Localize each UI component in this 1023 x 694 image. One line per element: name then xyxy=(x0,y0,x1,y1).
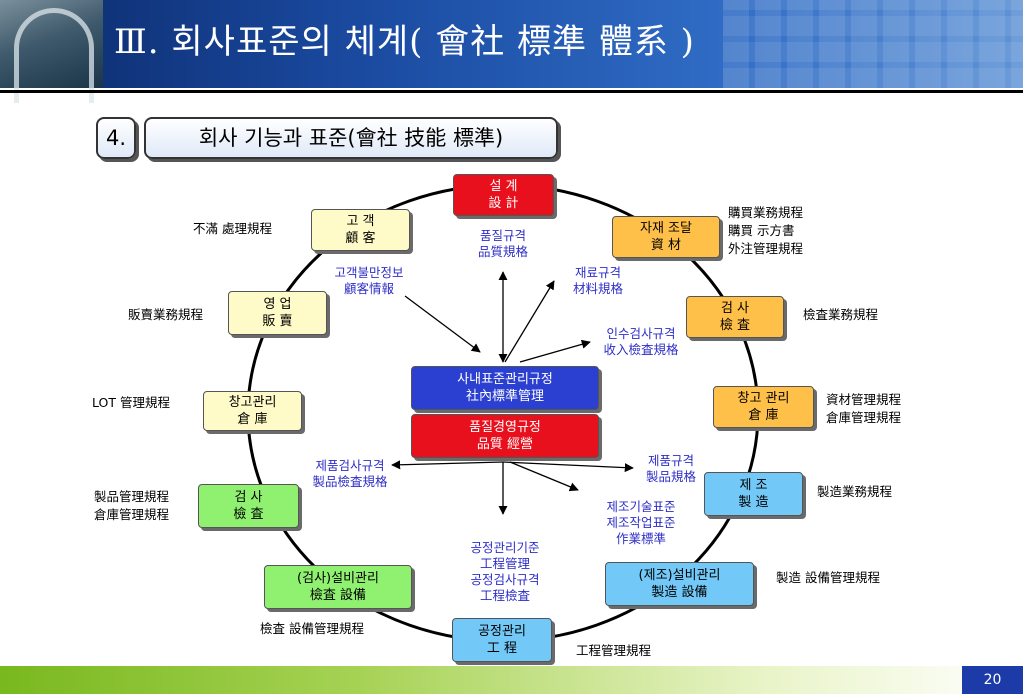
node-design-line1: 설 계 xyxy=(489,179,518,194)
label-complaint-info-2: 顧客情報 xyxy=(343,281,394,296)
node-material: 자재 조달 資 材 xyxy=(612,216,720,258)
node-design: 설 계 設 計 xyxy=(453,174,554,216)
label-receiving-spec-2: 收入檢査規格 xyxy=(603,342,679,357)
node-receiving-inspection-line2: 檢 査 xyxy=(719,318,751,333)
node-manufacturing-line1: 제 조 xyxy=(739,478,768,493)
node-center-standard: 사내표준관리규정 社內標準管理 xyxy=(411,366,599,410)
label-process-standard: 공정관리기준 工程管理 공정검사규격 工程檢査 xyxy=(452,540,558,604)
node-sales-line1: 영 업 xyxy=(263,297,292,312)
label-warehouse-2: 倉庫管理規程 xyxy=(826,410,902,425)
node-center-quality-line2: 品質 經營 xyxy=(476,437,534,452)
label-inspection-equipment-rule: 檢査 設備管理規程 xyxy=(260,621,364,636)
label-complaint-info-1: 고객불만정보 xyxy=(334,265,404,280)
arrow-mfg-std xyxy=(509,461,579,492)
node-process: 공정관리 工 程 xyxy=(452,618,552,662)
label-quality-spec: 품질규격 品質規格 xyxy=(465,228,541,260)
slide-header: Ⅲ. 회사표준의 체계( 會社 標準 體系 ) xyxy=(0,0,1023,103)
label-receiving-spec: 인수검사규격 收入檢査規格 xyxy=(588,326,694,358)
node-manufacturing: 제 조 製 造 xyxy=(704,472,803,516)
label-purchase-3: 外注管理規程 xyxy=(728,241,804,256)
node-warehouse-left: 창고관리 倉 庫 xyxy=(203,391,302,431)
label-mfg-standard: 제조기술표준 제조작업표준 作業標準 xyxy=(588,499,694,547)
label-mfg-standard-1: 제조기술표준 xyxy=(606,499,676,514)
label-quality-spec-1: 품질규격 xyxy=(479,228,526,243)
node-receiving-inspection-line1: 검 사 xyxy=(720,301,750,316)
node-center-standard-line1: 사내표준관리규정 xyxy=(457,372,553,387)
node-warehouse-left-line2: 倉 庫 xyxy=(237,412,268,427)
node-process-line2: 工 程 xyxy=(486,641,518,656)
node-manufacturing-equipment: (제조)설비관리 製造 設備 xyxy=(605,562,754,606)
keyboard-photo xyxy=(723,0,1023,88)
node-customer: 고 객 顧 客 xyxy=(311,209,410,251)
label-product-spec: 제품규격 製品規格 xyxy=(633,453,709,485)
node-process-line1: 공정관리 xyxy=(478,624,526,639)
node-inspection-equipment: (검사)설비관리 檢査 設備 xyxy=(264,565,412,609)
node-center-quality: 품질경영규정 品質 經營 xyxy=(411,414,599,458)
header-rule xyxy=(0,90,1023,93)
label-product-inspection-2: 製品檢査規格 xyxy=(312,474,388,489)
label-product-inspection: 제품검사규격 製品檢査規格 xyxy=(298,458,402,490)
label-mfg-standard-3: 作業標準 xyxy=(615,531,666,546)
label-material-spec: 재료규격 材料規格 xyxy=(560,265,636,297)
node-design-line2: 設 計 xyxy=(488,196,519,211)
arch-photo xyxy=(0,0,103,103)
node-manufacturing-line2: 製 造 xyxy=(738,495,769,510)
node-center-standard-line2: 社內標準管理 xyxy=(465,389,544,404)
label-warehouse-1: 資材管理規程 xyxy=(826,392,902,407)
footer-bar xyxy=(0,666,1023,694)
label-receiving-spec-1: 인수검사규격 xyxy=(606,326,676,341)
node-warehouse-right: 창고 관리 倉 庫 xyxy=(713,386,814,428)
label-product-spec-2: 製品規格 xyxy=(645,469,696,484)
label-process-rule: 工程管理規程 xyxy=(576,643,652,658)
node-manufacturing-equipment-line2: 製造 設備 xyxy=(651,585,708,600)
label-process-standard-2: 工程管理 xyxy=(479,556,530,571)
node-inspection-left-line1: 검 사 xyxy=(234,490,263,505)
node-warehouse-left-line1: 창고관리 xyxy=(228,395,277,410)
slide-title: Ⅲ. 회사표준의 체계( 會社 標準 體系 ) xyxy=(114,22,695,62)
label-mfg-standard-2: 제조작업표준 xyxy=(606,515,676,530)
label-complaint-info: 고객불만정보 顧客情報 xyxy=(316,265,422,297)
node-material-line1: 자재 조달 xyxy=(640,221,692,236)
arrow-material-spec xyxy=(504,280,555,363)
label-manufacturing-equipment-rule: 製造 設備管理規程 xyxy=(776,570,880,585)
node-warehouse-right-line1: 창고 관리 xyxy=(737,391,790,406)
label-product-1: 製品管理規程 xyxy=(94,489,170,504)
node-warehouse-right-line2: 倉 庫 xyxy=(748,408,779,423)
label-lot-rule: LOT 管理規程 xyxy=(92,395,170,410)
node-inspection-left: 검 사 檢 査 xyxy=(198,484,299,528)
label-purchase-2: 購買 示方書 xyxy=(728,223,795,238)
section-number: 4. xyxy=(96,117,136,159)
label-sales-rule: 販賣業務規程 xyxy=(128,307,204,322)
section-title: 회사 기능과 표준(會社 技能 標準) xyxy=(144,117,558,159)
arrow-receiving-spec xyxy=(519,339,591,363)
label-material-spec-2: 材料規格 xyxy=(572,281,623,296)
label-manufacturing-rule: 製造業務規程 xyxy=(817,484,893,499)
node-receiving-inspection: 검 사 檢 査 xyxy=(686,296,784,338)
label-purchase-1: 購買業務規程 xyxy=(728,205,804,220)
node-manufacturing-equipment-line1: (제조)설비관리 xyxy=(638,568,721,583)
node-customer-line2: 顧 客 xyxy=(345,231,376,246)
node-center-quality-line1: 품질경영규정 xyxy=(469,420,541,435)
label-complaint-rule: 不滿 處理規程 xyxy=(193,221,272,236)
node-sales-line2: 販 賣 xyxy=(262,314,293,329)
label-product-inspection-1: 제품검사규격 xyxy=(315,458,385,473)
label-product-spec-1: 제품규격 xyxy=(647,453,694,468)
node-inspection-equipment-line2: 檢査 設備 xyxy=(309,588,367,603)
page-number: 20 xyxy=(962,666,1023,694)
label-material-spec-1: 재료규격 xyxy=(574,265,621,280)
label-process-standard-3: 공정검사규격 xyxy=(470,572,540,587)
label-quality-spec-2: 品質規格 xyxy=(477,244,528,259)
label-process-standard-4: 工程檢査 xyxy=(479,588,530,603)
arrow-complaint xyxy=(404,295,481,353)
node-inspection-left-line2: 檢 査 xyxy=(233,507,264,522)
label-process-standard-1: 공정관리기준 xyxy=(470,540,540,555)
node-material-line2: 資 材 xyxy=(650,238,682,253)
node-inspection-equipment-line1: (검사)설비관리 xyxy=(297,571,379,586)
label-product-2: 倉庫管理規程 xyxy=(94,507,170,522)
label-receiving-rule: 檢査業務規程 xyxy=(803,307,879,322)
arrow-product-spec xyxy=(502,461,634,473)
arrow-product-inspection xyxy=(391,460,504,470)
node-customer-line1: 고 객 xyxy=(346,214,375,229)
node-sales: 영 업 販 賣 xyxy=(228,291,327,335)
